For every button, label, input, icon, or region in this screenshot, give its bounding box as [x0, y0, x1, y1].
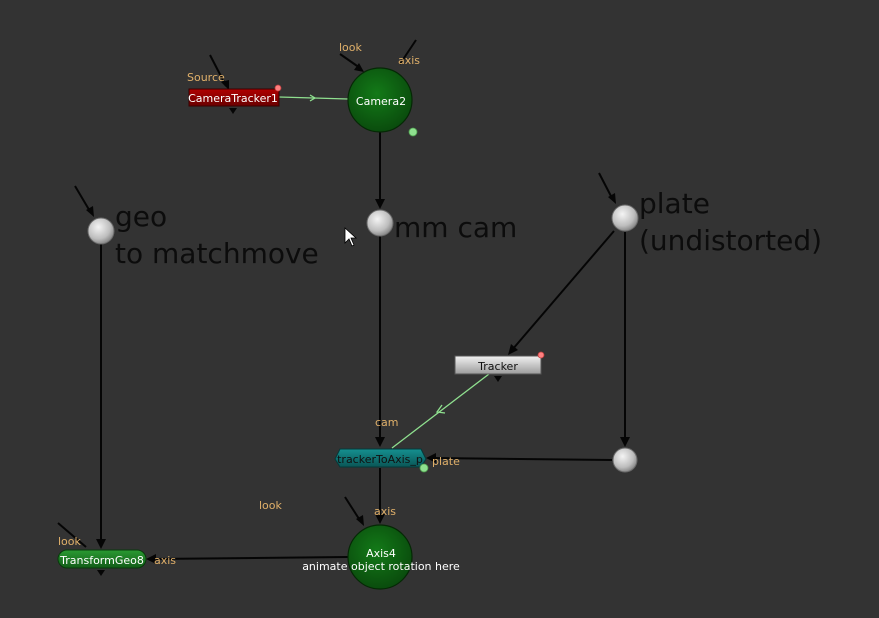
tracker-label: Tracker	[477, 360, 518, 373]
arrow-head-icon	[620, 437, 630, 447]
warning-icon	[537, 351, 545, 359]
link-arrow-icon	[435, 404, 446, 414]
axis4-to-transform-geo-wire	[151, 556, 349, 560]
plate-lower-dot[interactable]	[612, 447, 638, 473]
transform-geo-label: TransformGeo8	[59, 554, 144, 567]
plate-dot[interactable]	[611, 204, 639, 232]
camera-tracker-to-camera-link	[278, 96, 349, 100]
tracker-to-axis-plate-label: plate	[432, 455, 460, 468]
arrow-head-icon	[221, 80, 229, 90]
arrow-head-icon	[375, 199, 385, 209]
axis-note: animate object rotation here	[302, 560, 460, 573]
lower-dot-to-plate-wire	[431, 457, 613, 461]
axis-label: Axis4	[366, 547, 396, 560]
geo-dot-label-line1: geo	[115, 200, 167, 233]
transform-geo-look-label: look	[58, 535, 82, 548]
arrow-head-icon	[608, 193, 616, 204]
axis-node[interactable]: Axis4	[347, 524, 413, 590]
camera-axis-input-wire	[399, 39, 417, 65]
tracker-to-axis-label: trackerToAxis_p	[337, 453, 423, 466]
arrow-head-icon	[86, 206, 94, 217]
arrow-head-icon	[354, 63, 364, 72]
mm-cam-dot[interactable]	[366, 209, 394, 237]
output-arrow-icon	[229, 108, 237, 114]
axis-axis-label: axis	[374, 505, 396, 518]
tracker-to-axis-cam-label: cam	[375, 416, 399, 429]
axis-look-label: look	[259, 499, 283, 512]
tracker-node[interactable]: Tracker	[454, 351, 545, 382]
camera-tracker-input-wire	[209, 54, 227, 87]
output-arrow-icon	[97, 570, 105, 576]
transform-geo-look-input-wire	[57, 522, 87, 548]
arrow-head-icon	[375, 514, 385, 524]
warning-icon	[274, 84, 282, 92]
arrow-head-icon	[356, 515, 364, 526]
plate-dot-label-line2: (undistorted)	[639, 224, 822, 257]
arrow-head-icon	[508, 344, 518, 355]
geo-dot-label-line2: to matchmove	[115, 237, 319, 270]
tracker-to-axis-link-dot-icon[interactable]	[419, 463, 429, 473]
geo-input-wire	[74, 185, 92, 214]
arrow-head-icon	[96, 539, 106, 549]
camera-tracker-source-label: Source	[187, 71, 225, 84]
output-arrow-icon	[494, 376, 502, 382]
link-arrow-icon	[309, 94, 317, 102]
mouse-cursor-icon	[344, 227, 358, 247]
plate-dot-label-line1: plate	[639, 187, 710, 220]
camera-node[interactable]: Camera2	[347, 67, 413, 133]
camera-label: Camera2	[356, 95, 406, 108]
tracker-to-axis-node[interactable]: trackerToAxis_p	[334, 448, 427, 468]
arrow-head-icon	[375, 437, 385, 447]
camera-tracker-label: CameraTracker1	[188, 92, 278, 105]
camera-link-dot-icon[interactable]	[408, 127, 418, 137]
mm-cam-dot-label: mm cam	[394, 211, 517, 244]
arrow-head-icon	[146, 554, 156, 564]
camera-axis-label: axis	[398, 54, 420, 67]
camera-tracker-node[interactable]: CameraTracker1	[188, 84, 282, 114]
transform-geo-axis-label: axis	[154, 554, 176, 567]
arrow-head-icon	[426, 453, 436, 463]
camera-look-input-wire	[339, 53, 361, 69]
transform-geo-node[interactable]: TransformGeo8	[57, 549, 147, 576]
camera-look-label: look	[339, 41, 363, 54]
tracker-to-tracker-to-axis-link	[391, 373, 490, 449]
geo-dot[interactable]	[87, 217, 115, 245]
wires	[57, 39, 630, 564]
plate-to-tracker-wire	[511, 230, 615, 351]
